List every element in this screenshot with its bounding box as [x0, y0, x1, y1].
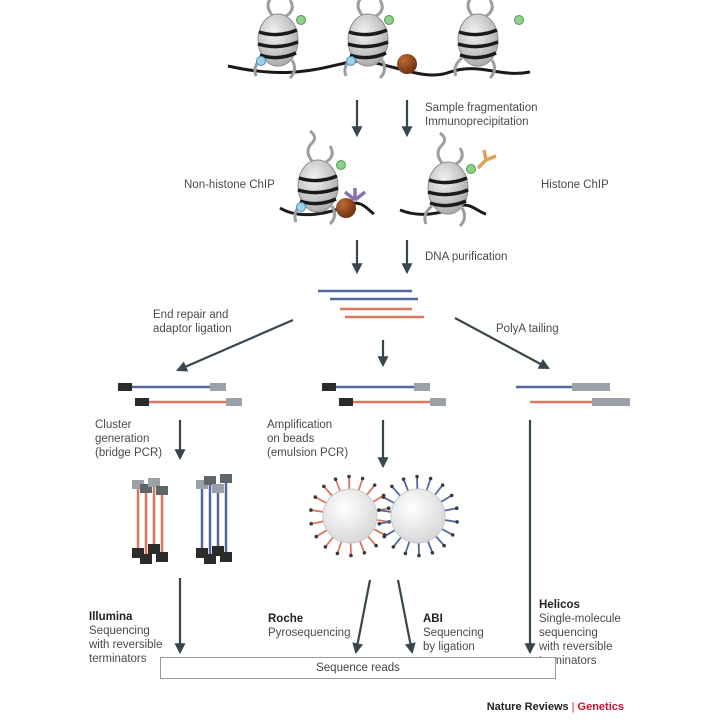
bead-strand-end	[403, 551, 408, 556]
bead-strand-end	[322, 484, 326, 489]
label-non-histone-chip: Non-histone ChIP	[184, 179, 275, 191]
bead-strand-end	[415, 474, 419, 479]
illumina-cluster-blue	[196, 474, 232, 564]
bead-strand-end	[377, 508, 381, 512]
sequence-reads-box: Sequence reads	[160, 657, 556, 679]
histone-mark-green	[514, 15, 524, 25]
polya-fragments-helicos	[516, 383, 630, 406]
adaptor-fragments-illumina	[118, 383, 242, 406]
purified-dna	[318, 289, 424, 319]
bead-strand-end	[386, 506, 391, 510]
platform-name: Roche	[268, 613, 304, 625]
bead-strand-end	[362, 550, 367, 555]
credit-line: Nature Reviews|Genetics	[487, 701, 624, 713]
non-histone-protein	[397, 54, 417, 74]
label-end-repair: End repair and adaptor ligation	[153, 309, 232, 335]
bead-strand-end	[430, 550, 435, 555]
bead-orange	[309, 474, 391, 558]
platform-desc: Sequencing with reversible terminators	[89, 625, 163, 665]
bead-strand-end	[374, 543, 378, 548]
bead-strand-end	[391, 545, 396, 549]
label-polya-tailing: PolyA tailing	[496, 323, 559, 335]
label-cluster-generation: Cluster generation (bridge PCR)	[95, 419, 163, 459]
arrow	[175, 318, 294, 372]
arrow	[396, 579, 416, 655]
bead-strand-end	[449, 493, 454, 498]
bead-strand-end	[442, 543, 446, 548]
bead-strand-end	[382, 534, 387, 539]
bead-strand-end	[417, 553, 421, 558]
bead-strand-end	[360, 476, 365, 481]
platform-name: Illumina	[89, 611, 133, 623]
nucleosome-3	[453, 0, 500, 80]
bead-strand-end	[309, 522, 314, 526]
platform-name: Helicos	[539, 599, 580, 611]
bead-strand-end	[349, 553, 353, 558]
bead-strand-end	[454, 506, 459, 510]
bead-strand-end	[333, 477, 338, 482]
non-histone-chip-fragment	[279, 129, 375, 226]
chromatin-top	[227, 0, 531, 80]
platform-desc: Pyrosequencing	[268, 627, 351, 639]
histone-mark-green	[296, 15, 306, 25]
adaptor-fragments-beads	[322, 383, 446, 406]
bead-strand-end	[381, 495, 386, 499]
histone-mark-blue	[256, 56, 266, 66]
bead-strand-end	[450, 533, 455, 537]
platform-desc: Sequencing by ligation	[423, 627, 484, 653]
credit-separator: |	[571, 701, 575, 713]
bead-strand-end	[323, 545, 328, 549]
label-amplification: Amplification on beads (emulsion PCR)	[267, 419, 349, 459]
histone-chip-fragment	[399, 131, 497, 228]
bead-strand-end	[377, 522, 382, 526]
bead-blue	[377, 474, 459, 558]
platform-name: ABI	[423, 613, 443, 625]
bead-strand-end	[440, 483, 445, 487]
bead-strand-end	[390, 484, 394, 489]
label-fragmentation: Sample fragmentation Immunoprecipitation	[425, 102, 538, 128]
nucleosome-2	[343, 0, 390, 80]
histone-mark-blue	[346, 56, 356, 66]
bead-strand-end	[313, 495, 318, 499]
bead-strand-end	[455, 520, 459, 524]
illumina-cluster-red	[132, 478, 168, 564]
bead-strand-end	[314, 534, 319, 539]
label-histone-chip: Histone ChIP	[541, 179, 609, 191]
bead-strand-end	[372, 483, 377, 487]
arrow	[352, 579, 372, 655]
credit-publisher: Nature Reviews	[486, 701, 569, 713]
bead-strand-end	[401, 477, 406, 482]
bead-strand-end	[335, 551, 340, 556]
nucleosome-1	[253, 0, 300, 80]
label-dna-purification: DNA purification	[425, 251, 508, 263]
bead-strand-end	[347, 474, 351, 479]
histone-mark-green	[384, 15, 394, 25]
bead-strand-end	[309, 508, 313, 512]
platform-abi: ABI Sequencing by ligation	[423, 598, 484, 654]
credit-journal: Genetics	[577, 701, 624, 713]
arrow	[454, 317, 550, 370]
bead-strand-end	[428, 476, 433, 481]
